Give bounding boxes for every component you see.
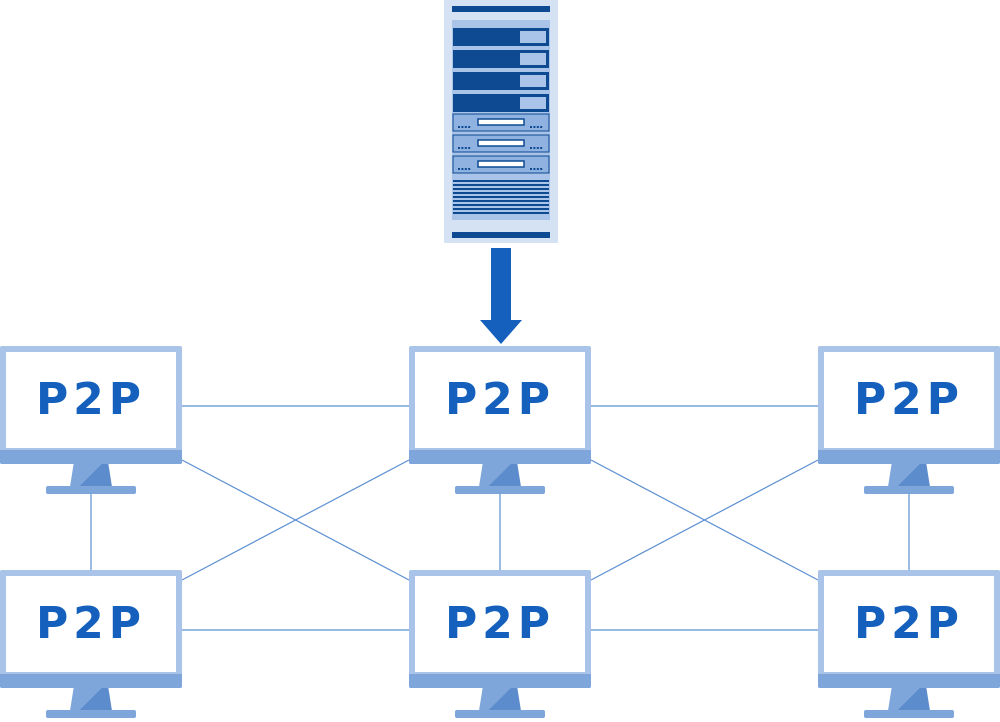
server-unit-slot [477, 160, 525, 168]
server-unit-slot [477, 118, 525, 126]
server-vent-line [453, 192, 549, 194]
node-label: P2P [35, 598, 147, 649]
monitor-screen: P2P [824, 576, 994, 672]
server-vent-line [453, 184, 549, 186]
server-vent-line [453, 204, 549, 206]
node-label: P2P [444, 374, 556, 425]
server-rack-icon [444, 0, 558, 243]
monitor-neck [70, 464, 112, 486]
server-led [468, 147, 471, 149]
server-led [536, 126, 539, 128]
monitor-base [864, 710, 954, 718]
server-led [461, 126, 464, 128]
node-label: P2P [35, 374, 147, 425]
monitor-neck [479, 464, 521, 486]
server-led [464, 168, 467, 170]
p2p-node-top-center: P2P [409, 346, 591, 498]
server-vent-line [453, 180, 549, 182]
server-led [530, 147, 532, 149]
monitor-chin [0, 450, 182, 464]
server-vent-line [453, 212, 549, 214]
p2p-node-top-right: P2P [818, 346, 1000, 498]
connection-line-bottom-center-top-right [590, 459, 819, 581]
server-vents [453, 180, 549, 214]
monitor-neck [479, 688, 521, 710]
node-label: P2P [853, 374, 965, 425]
server-led [458, 168, 460, 170]
node-label: P2P [444, 598, 556, 649]
server-led [458, 147, 460, 149]
monitor-screen: P2P [415, 352, 585, 448]
server-led [458, 126, 460, 128]
monitor-chin [409, 674, 591, 688]
connection-lines [90, 405, 910, 631]
server-vent-line [453, 196, 549, 198]
server-led [461, 147, 464, 149]
server-led [464, 147, 467, 149]
server-vent-line [453, 208, 549, 210]
connection-line-bottom-left-top-center [181, 459, 410, 581]
monitor-base [864, 486, 954, 494]
p2p-node-bottom-center: P2P [409, 570, 591, 722]
server-led [468, 168, 471, 170]
drive-bay-handle [520, 97, 546, 109]
server-led [533, 168, 536, 170]
drive-bay-handle [520, 31, 546, 43]
server-unit-slot [477, 139, 525, 147]
server-led [464, 126, 467, 128]
monitor-neck [70, 688, 112, 710]
monitor-screen: P2P [415, 576, 585, 672]
monitor-screen: P2P [6, 576, 176, 672]
p2p-node-bottom-left: P2P [0, 570, 182, 722]
monitor-base [455, 710, 545, 718]
monitor-neck [888, 688, 930, 710]
monitor-chin [0, 674, 182, 688]
server-led [533, 147, 536, 149]
monitor-base [455, 486, 545, 494]
monitor-base [46, 710, 136, 718]
server-drive-bays [453, 28, 549, 112]
p2p-node-bottom-right: P2P [818, 570, 1000, 722]
server-led [536, 147, 539, 149]
monitor-chin [818, 674, 1000, 688]
server-vent-line [453, 188, 549, 190]
server-vent-line [453, 200, 549, 202]
monitor-screen: P2P [824, 352, 994, 448]
server-led [540, 168, 543, 170]
server-led [540, 147, 543, 149]
server-led [533, 126, 536, 128]
drive-bay-handle [520, 75, 546, 87]
monitor-chin [818, 450, 1000, 464]
server-led [540, 126, 543, 128]
server-led [468, 126, 471, 128]
p2p-node-top-left: P2P [0, 346, 182, 498]
server-led [461, 168, 464, 170]
monitor-neck [888, 464, 930, 486]
arrow-down-icon [480, 248, 522, 344]
monitor-chin [409, 450, 591, 464]
drive-bay-handle [520, 53, 546, 65]
monitor-base [46, 486, 136, 494]
server-led [530, 126, 532, 128]
server-led [536, 168, 539, 170]
node-label: P2P [853, 598, 965, 649]
server-led [530, 168, 532, 170]
monitor-screen: P2P [6, 352, 176, 448]
server-units [452, 113, 550, 174]
